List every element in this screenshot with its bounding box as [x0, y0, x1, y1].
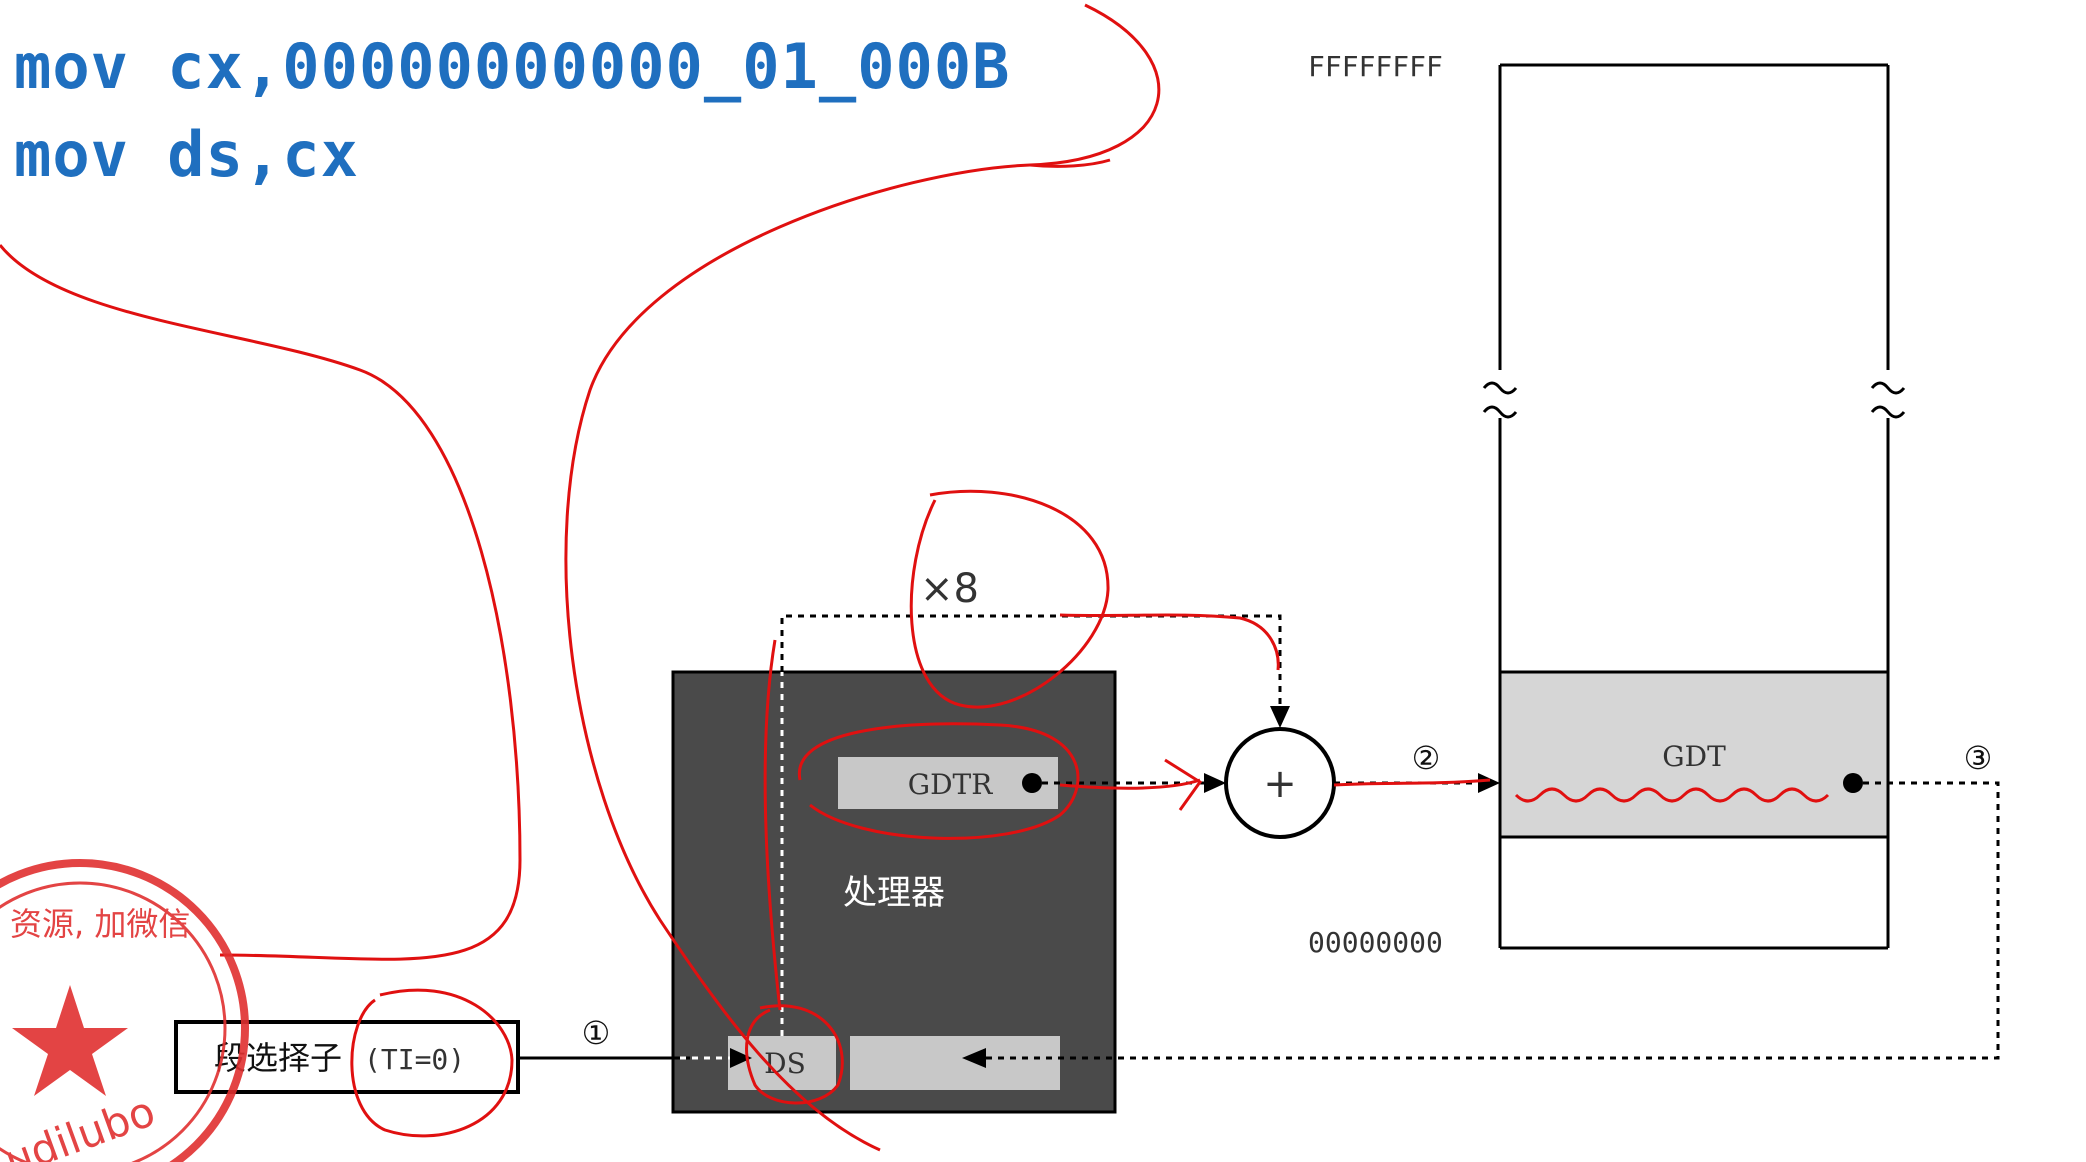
stamp-top-text: 资源, 加微信: [10, 905, 190, 943]
gdtr-label: GDTR: [908, 768, 993, 801]
gdt-to-cache-path: [986, 781, 2000, 1060]
arrowhead-cache: [962, 1048, 986, 1068]
watermark-stamp: 资源, 加微信 udilubo: [0, 859, 249, 1162]
annotation-adder-to-gdt: [1333, 778, 1491, 787]
break-mark-right: [1870, 381, 1906, 419]
annotation-top-line: [1059, 613, 1280, 671]
gdt-dot: [1843, 773, 1863, 793]
annotation-mul-circle: [909, 489, 1110, 709]
code-line-1: mov cx,00000000000_01_000B: [14, 30, 1011, 103]
selector-label-cn: 段选择子: [214, 1039, 342, 1077]
stamp-bottom-text: udilubo: [0, 1086, 161, 1162]
code-line-2: mov ds,cx: [14, 118, 359, 191]
annotation-code-loop: [564, 3, 1161, 1152]
bottom-address-label: 00000000: [1308, 926, 1443, 959]
annotation-ti-circle: [350, 988, 514, 1138]
gdt-region: [1498, 670, 1890, 839]
memory-column: [1482, 63, 1906, 950]
ds-label: DS: [764, 1047, 806, 1080]
gdt-label: GDT: [1662, 740, 1726, 773]
arrowhead-plus-top: [1270, 706, 1290, 728]
annotation-ds-line: [763, 639, 782, 1011]
descriptor-cache: [850, 1036, 1060, 1090]
red-annotations: [0, 3, 1830, 1152]
annotation-gdtr-oval: [797, 722, 1080, 840]
arrowhead-plus-left: [1204, 773, 1226, 793]
top-address-label: FFFFFFFF: [1308, 50, 1443, 83]
star-icon: [12, 985, 128, 1096]
step-2-marker: ②: [1412, 739, 1441, 777]
break-mark-left: [1482, 381, 1518, 419]
annotation-gdtr-to-adder: [1059, 758, 1203, 811]
gdtr-dot: [1022, 773, 1042, 793]
gdtr-register: [838, 757, 1058, 809]
step-1-marker: ①: [582, 1014, 611, 1052]
arrowhead-ds: [730, 1048, 752, 1068]
annotation-ds-circle: [745, 1004, 844, 1105]
annotation-gdt-wavy: [1514, 787, 1830, 803]
plus-symbol: +: [1263, 761, 1297, 807]
annotation-left-loop: [0, 244, 522, 961]
selector-label-ti: (TI=0): [364, 1043, 465, 1076]
arrowhead-gdt: [1478, 773, 1500, 793]
processor-label: 处理器: [843, 873, 945, 913]
step-3-marker: ③: [1964, 739, 1993, 777]
multiply-label: ×8: [920, 566, 979, 612]
